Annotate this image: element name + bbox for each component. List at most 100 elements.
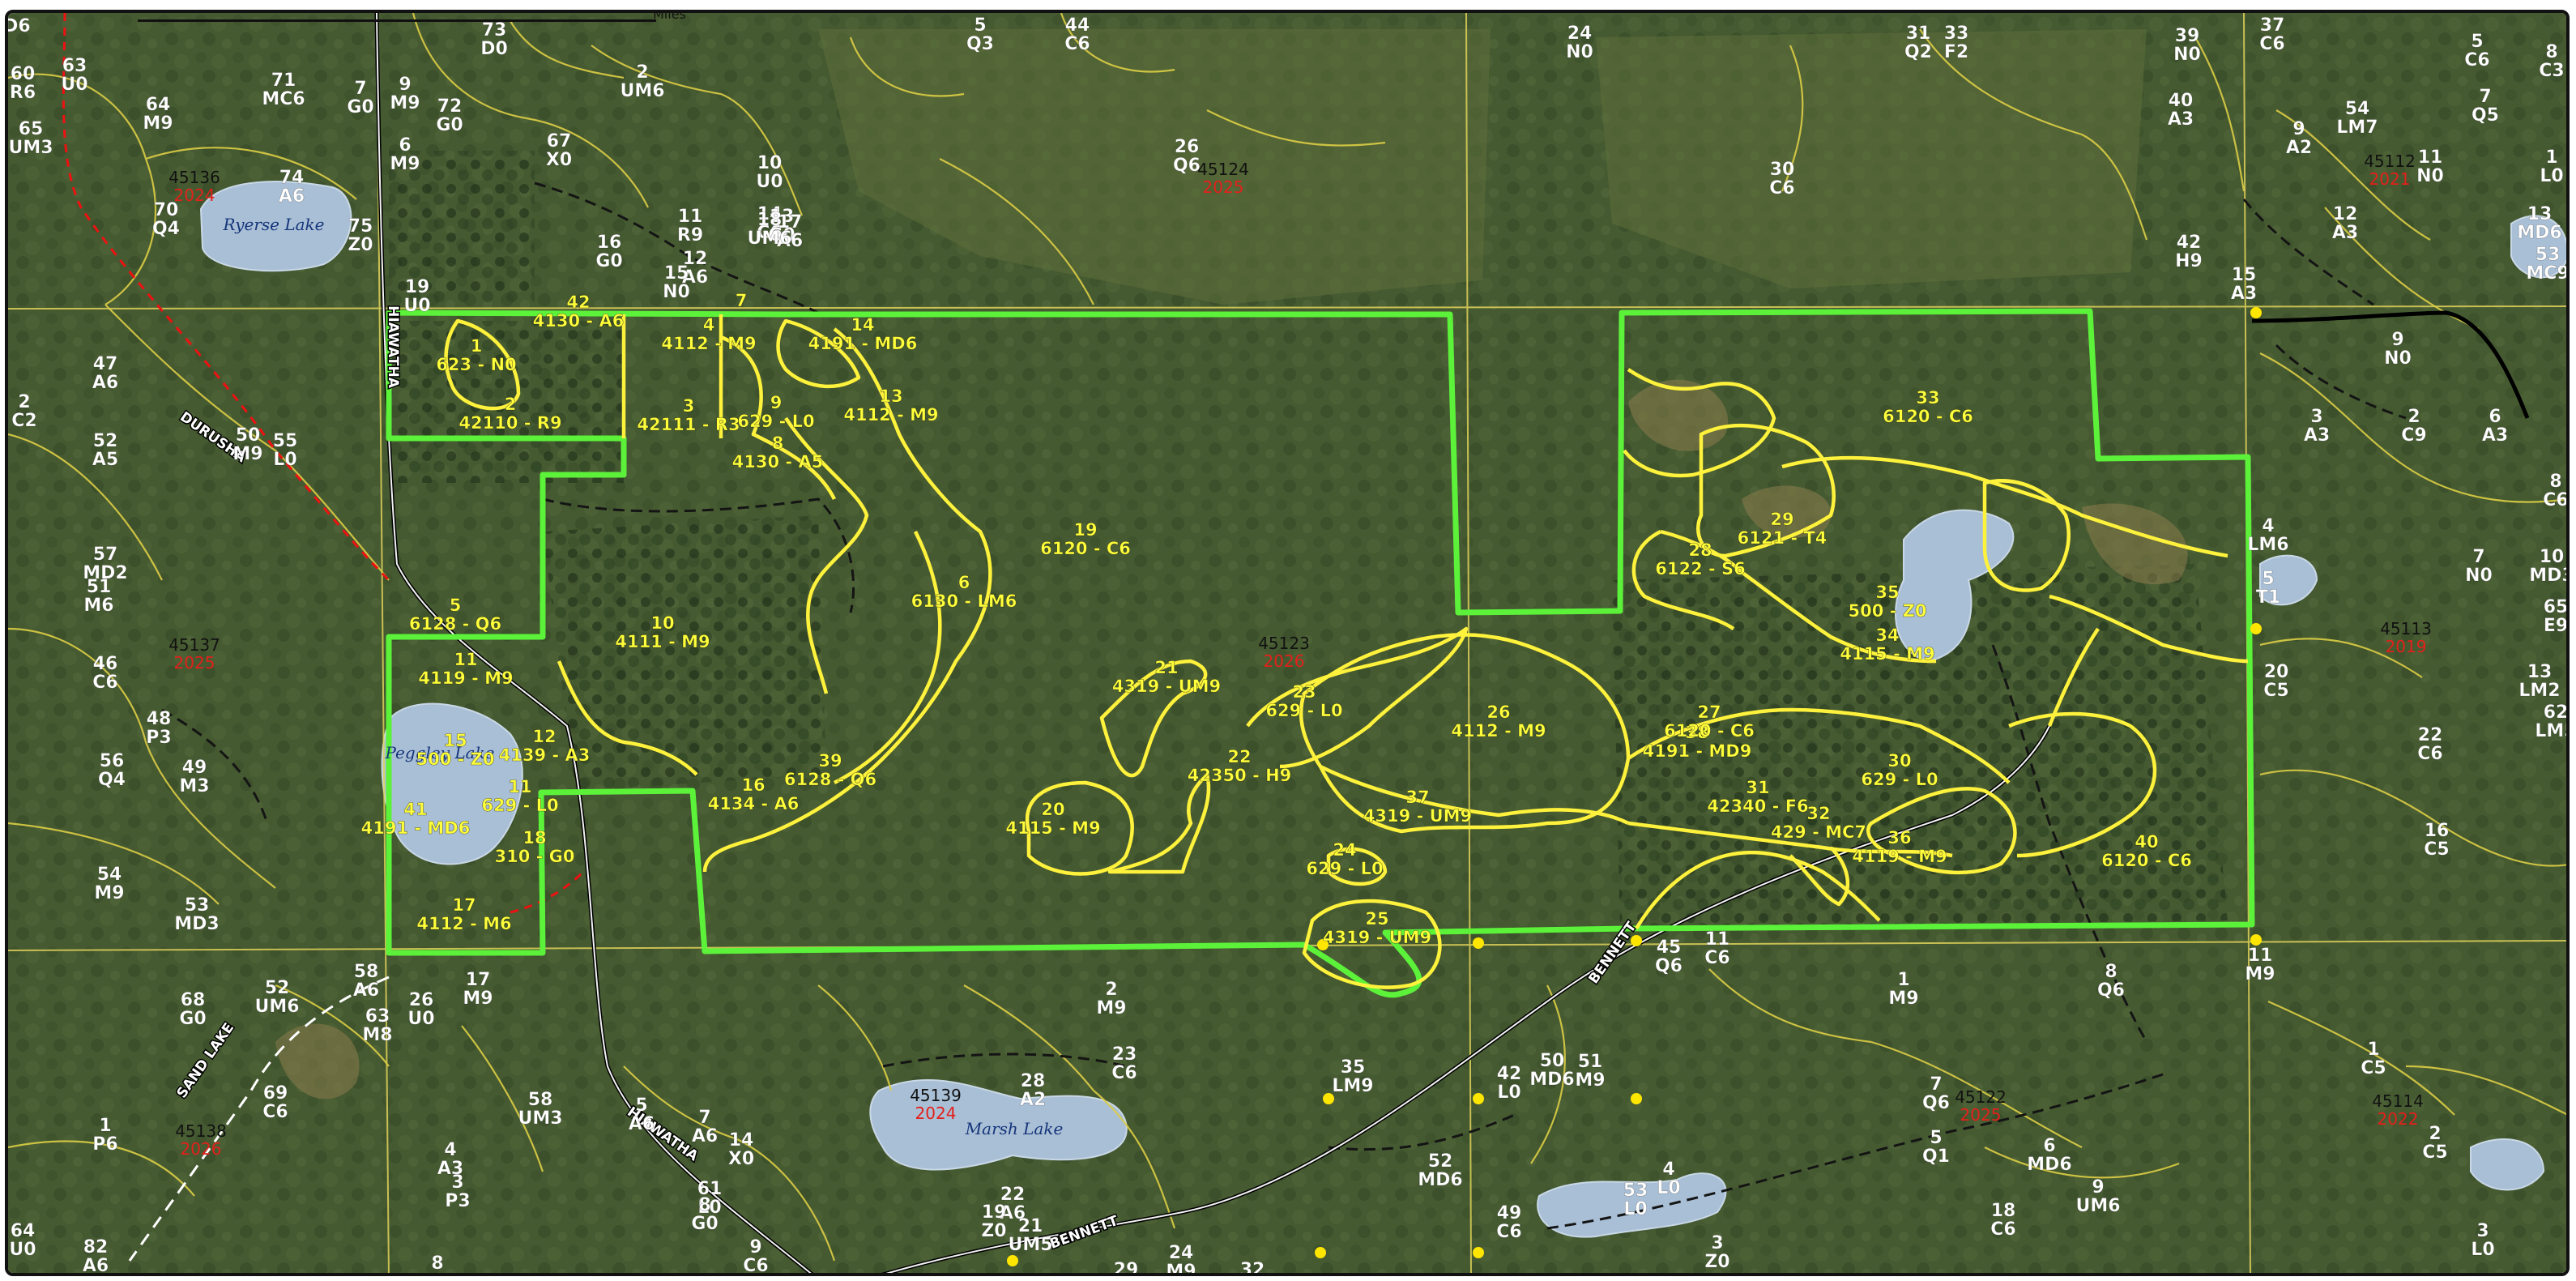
stand-78-type: M9: [94, 883, 124, 903]
lake-label-ryerse-lake: Ryerse Lake: [222, 215, 324, 234]
stand-115-type: L0: [1623, 1199, 1647, 1219]
stand-41-type: Q5: [2472, 105, 2499, 126]
stand-49-number: 3: [2310, 407, 2322, 427]
compartment-year-45122: 2025: [1960, 1105, 2002, 1125]
project-stand-26-number: 22: [1227, 747, 1251, 766]
roads: [62, 13, 2530, 1273]
project-stand-35-number: 32: [1806, 804, 1830, 823]
compartment-id-45123: 45123: [1258, 634, 1310, 653]
stand-17-number: 10: [757, 153, 783, 173]
project-stand-34-number: 31: [1746, 778, 1769, 797]
stand-119-number: 1: [1897, 970, 1909, 990]
conifer-patch: [389, 151, 2228, 929]
stand-27-type: C6: [1064, 34, 1090, 54]
project-stand-30-type: 4112 - M9: [1451, 721, 1546, 741]
lake-label-peggley-lake: Peggley Lake: [384, 743, 494, 762]
project-stand-19-number: 41: [403, 800, 427, 819]
stand-102-number: 28: [1021, 1071, 1046, 1091]
stand-23-type: N0: [663, 282, 690, 302]
project-stand-7-type: 4191 - MD6: [808, 334, 918, 353]
stand-62-type: C5: [2263, 681, 2288, 701]
stand-68-number: 47: [93, 354, 118, 374]
stand-116-number: 4: [1662, 1159, 1674, 1180]
stand-34-number: 37: [2260, 15, 2285, 36]
stand-45-type: A3: [2231, 284, 2257, 304]
small-lake-east[interactable]: [2259, 215, 2568, 1191]
project-stand-13-number: 5: [450, 596, 462, 615]
project-stand-15-type: 4119 - M9: [418, 668, 513, 688]
stand-82-number: 52: [265, 978, 290, 998]
stand-67-number: 2: [18, 392, 30, 412]
stand-36-number: 42: [2177, 233, 2202, 253]
project-stand-2-type: 42110 - R9: [458, 413, 561, 433]
stand-80-number: 58: [354, 962, 379, 982]
stand-11-type: M9: [390, 93, 420, 113]
stand-97-type: M9: [422, 1272, 452, 1276]
stand-119-type: M9: [1888, 989, 1918, 1009]
stand-87-number: 64: [11, 1221, 36, 1241]
stand-77-number: 49: [182, 758, 207, 778]
project-stand-18-type: 629 - L0: [481, 796, 558, 815]
project-stand-12-number: 6: [958, 573, 970, 592]
stand-33-number: 39: [2175, 26, 2200, 46]
stand-26-type: Q3: [966, 34, 994, 54]
project-stand-12-type: 6130 - LM6: [911, 591, 1017, 611]
stand-64-type: C5: [2361, 1058, 2386, 1078]
compartment-id-45124: 45124: [1197, 160, 1249, 179]
stand-36-type: H9: [2175, 251, 2203, 271]
stand-9-type: D0: [480, 39, 508, 59]
stand-5-type: MC6: [262, 89, 305, 109]
project-stand-20-number: 18: [522, 828, 546, 848]
stand-124-type: C6: [1990, 1219, 2015, 1240]
stand-54-type: N0: [2465, 566, 2493, 586]
project-stand-17-number: 12: [532, 727, 556, 746]
stand-21-number: 19: [405, 277, 430, 297]
stand-96-type: G0: [691, 1214, 718, 1234]
compartment-label-layer: 4513620244512420254511220214513720254512…: [168, 152, 2432, 1159]
stand-54-number: 7: [2472, 547, 2484, 567]
stand-32-type: F2: [1944, 42, 1968, 62]
project-stand-23-number: 39: [818, 751, 842, 771]
stand-53-type: T1: [2256, 587, 2280, 608]
stand-3-type: UM3: [8, 138, 53, 158]
stand-126-number: 11: [1705, 929, 1730, 950]
project-stand-14-number: 10: [650, 613, 674, 633]
stand-84-type: U0: [407, 1009, 434, 1029]
marsh-lake[interactable]: [869, 1079, 1128, 1171]
ryerse-lake[interactable]: [199, 181, 352, 272]
stand-60-type: C6: [2417, 744, 2442, 764]
project-stand-22-type: 4134 - A6: [708, 794, 800, 813]
stand-106-number: 24: [1169, 1243, 1194, 1263]
project-stand-3-type: 42111 - R3: [637, 415, 740, 434]
project-stand-17-type: 4139 - A3: [499, 745, 591, 765]
project-stand-25-number: 21: [1154, 658, 1178, 677]
stand-43-type: L0: [2540, 166, 2563, 186]
stand-21-type: U0: [403, 296, 430, 316]
project-boundary[interactable]: [386, 308, 2255, 998]
compartment-id-45138: 45138: [175, 1121, 227, 1141]
project-stand-5-number: 42: [566, 292, 590, 312]
peggley-lake[interactable]: [381, 702, 523, 865]
project-stands[interactable]: [444, 314, 2249, 989]
stand-94-type: X0: [728, 1149, 754, 1169]
stand-116-type: L0: [1657, 1178, 1680, 1198]
project-stand-1-number: 1: [471, 336, 483, 356]
stand-121-type: Q6: [1922, 1093, 1950, 1113]
stand-95-type: L0: [697, 1198, 721, 1218]
project-stand-15-number: 11: [454, 650, 477, 669]
project-stand-36-number: 30: [1887, 751, 1911, 771]
project-stand-31-number: 37: [1405, 788, 1429, 807]
stand-63-type: M9: [2245, 964, 2275, 984]
compartment-id-45122: 45122: [1955, 1087, 2007, 1107]
project-stand-37-type: 4119 - M9: [1852, 847, 1947, 866]
stand-29-type: Q6: [1173, 156, 1201, 176]
stand-42-type: N0: [2416, 166, 2444, 186]
stand-35-type: A3: [2168, 109, 2194, 130]
stand-120-type: Q6: [2097, 980, 2125, 1001]
stand-88-number: 82: [83, 1237, 109, 1258]
stand-92-number: 5: [635, 1095, 647, 1116]
stand-15-type: X0: [546, 150, 572, 170]
stand-58-type: LM2: [2518, 681, 2560, 701]
